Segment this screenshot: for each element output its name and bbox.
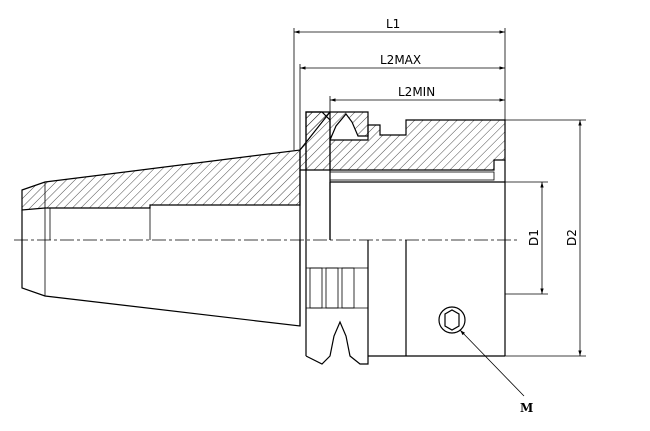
slot-b <box>325 267 339 309</box>
taper-lower-outline <box>21 210 301 327</box>
l2min-label: L2MIN <box>398 85 435 99</box>
holder-body <box>329 119 506 357</box>
set-screw-circle <box>438 306 466 334</box>
flange-lower-outline <box>305 240 369 365</box>
bore-seat <box>329 171 495 181</box>
taper-shank <box>21 149 301 327</box>
m-label: M <box>520 401 533 415</box>
m-leader <box>459 329 525 397</box>
dimensions: L1 L2MAX L2MIN D1 D2 M <box>293 17 586 415</box>
slot-c <box>341 267 355 309</box>
l1-label: L1 <box>386 17 400 31</box>
taper-section <box>21 149 301 211</box>
flange-key-section <box>305 111 331 171</box>
d2-label: D2 <box>565 229 579 246</box>
body-upper-section <box>329 119 506 171</box>
l2max-label: L2MAX <box>380 53 421 67</box>
set-screw-hex <box>444 309 460 331</box>
d1-label: D1 <box>527 229 541 246</box>
slot-a <box>309 267 323 309</box>
